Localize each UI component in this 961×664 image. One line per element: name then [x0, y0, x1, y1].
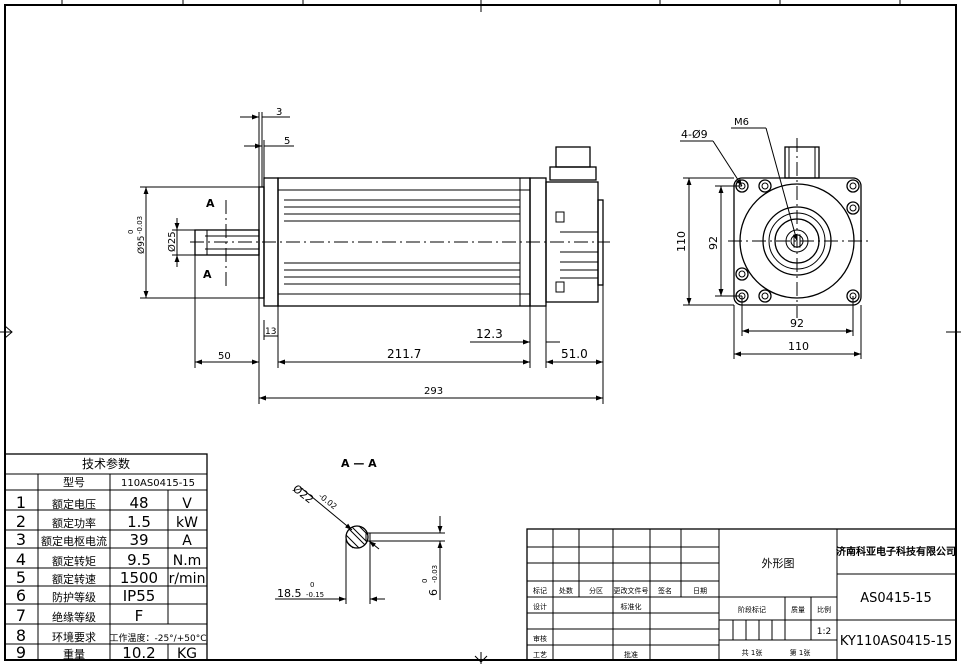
sec-shaft-tol: -0.02: [317, 491, 339, 511]
spec-row-no: 3: [16, 530, 26, 549]
connector: [549, 166, 597, 181]
section-aa: A — A Ø22 -0.02 18.5 0 -0.15 6 0 -0.03: [275, 457, 445, 604]
spec-model-value: 110AS0415-15: [121, 478, 195, 489]
spec-row-name: 重量: [63, 647, 85, 661]
tb-model-short: AS0415-15: [860, 591, 931, 606]
spec-row-value: IP55: [123, 587, 156, 605]
tb-scale: 1:2: [817, 627, 831, 637]
spec-row-no: 7: [16, 606, 26, 625]
sec-key-width: 6: [427, 589, 440, 596]
sec-key-width-tol-dn: -0.03: [431, 565, 439, 583]
dim-13: 13: [265, 327, 276, 337]
spec-row-value: 48: [129, 494, 148, 512]
spec-row-no: 8: [16, 626, 26, 645]
spec-row-value: F: [135, 607, 144, 625]
spec-row-unit: KG: [177, 646, 197, 662]
tb-design: 设计: [533, 602, 547, 611]
spec-row-unit: r/min: [169, 571, 206, 587]
sec-shaft-dia: Ø22: [290, 482, 316, 506]
sec-key-depth: 18.5: [277, 587, 302, 600]
dim-pcd-v: 92: [707, 236, 720, 250]
title-block: 标记 处数 分区 更改文件号 签名 日期 设计 标准化 审核 工艺 批准 外形图…: [526, 528, 957, 661]
tb-h-zone: 分区: [589, 586, 603, 595]
dim-flange-tol-up: 0: [127, 230, 135, 234]
dim-total-len: 293: [424, 386, 443, 397]
spec-row-name: 额定电压: [52, 497, 96, 511]
dim-conn-len: 51.0: [561, 347, 588, 361]
section-title: A — A: [341, 457, 377, 470]
spec-row-unit: kW: [176, 515, 198, 531]
dim-flange-thk: 3: [276, 107, 282, 118]
dim-thread: M6: [734, 117, 749, 128]
spec-row-value: 9.5: [127, 551, 151, 569]
tb-h-mark: 标记: [533, 586, 547, 595]
tb-scale-label: 比例: [817, 605, 831, 614]
dim-shaft-dia: Ø25: [166, 231, 178, 252]
spec-row-no: 6: [16, 586, 26, 605]
spec-row-name: 防护等级: [52, 590, 96, 604]
spec-row-no: 4: [16, 550, 26, 569]
sec-key-depth-tol-dn: -0.15: [306, 591, 324, 599]
side-view: A A 3 5 Ø95 0 -0.03 Ø25: [127, 107, 610, 404]
spec-row-name: 额定转矩: [52, 554, 96, 568]
spec-row-unit: A: [182, 533, 192, 549]
dim-pcd-h: 92: [790, 317, 804, 330]
tb-h-doc: 更改文件号: [614, 586, 649, 595]
sec-key-depth-tol-up: 0: [310, 581, 314, 589]
spec-row-name: 绝缘等级: [52, 610, 96, 624]
tb-h-count: 处数: [559, 586, 573, 595]
spec-row-unit: V: [182, 496, 192, 512]
tb-review: 审核: [533, 634, 547, 643]
tb-approve: 批准: [624, 650, 638, 659]
end-connector: [784, 146, 820, 179]
tb-process: 工艺: [533, 651, 547, 659]
end-view: 4-Ø9 M6 110 92 92 110: [675, 117, 870, 359]
dim-spigot: 5: [284, 136, 290, 147]
dim-flange-tol-dn: -0.03: [136, 216, 144, 234]
spec-row-value: 1.5: [127, 513, 151, 531]
tb-standard: 标准化: [621, 602, 642, 611]
spec-row-value: 1500: [120, 569, 158, 587]
dim-holes: 4-Ø9: [681, 128, 708, 141]
sec-key-width-tol-up: 0: [421, 579, 429, 583]
tb-sheet-no: 第 1张: [790, 648, 811, 657]
tb-drawing-name: 外形图: [762, 557, 795, 570]
spec-row-name: 额定转速: [52, 572, 96, 586]
tb-weight: 质量: [791, 605, 805, 614]
spec-row-no: 1: [16, 493, 26, 512]
spec-row-no: 2: [16, 512, 26, 531]
dim-12-3: 12.3: [476, 327, 503, 341]
spec-row-no: 9: [16, 643, 26, 662]
dim-frame-h: 110: [675, 231, 688, 252]
spec-model-label: 型号: [63, 475, 85, 489]
spec-row-value: 10.2: [122, 644, 155, 662]
spec-row-no: 5: [16, 568, 26, 587]
tb-company: 济南科亚电子科技有限公司: [836, 545, 956, 558]
tb-model-full: KY110AS0415-15: [840, 634, 952, 649]
spec-row-value: 39: [129, 531, 148, 549]
spec-row-name: 额定功率: [52, 516, 96, 530]
tb-h-date: 日期: [693, 587, 707, 595]
spec-row-value: 工作温度：-25°/+50°C: [109, 632, 206, 644]
section-mark-top: A: [206, 197, 215, 210]
spec-row-unit: N.m: [173, 553, 202, 569]
spec-title: 技术参数: [82, 456, 130, 471]
spec-rows: 1 额定电压 48 V 2 额定功率 1.5 kW 3 额定电枢电流 39 A 4 额定转矩 9.5 N.m 5…: [16, 493, 207, 662]
dim-flange-dia: Ø95: [136, 235, 147, 254]
section-mark-bottom: A: [203, 268, 212, 281]
spec-row-name: 额定电枢电流: [41, 534, 107, 548]
dim-body-len: 211.7: [387, 347, 421, 361]
dim-shaft-len: 50: [218, 351, 231, 362]
tb-total-sheets: 共 1张: [742, 648, 763, 657]
tb-h-sign: 签名: [658, 586, 672, 595]
tb-stage: 阶段标记: [738, 605, 766, 614]
spec-row-name: 环境要求: [52, 630, 96, 644]
dim-frame-w: 110: [788, 340, 809, 353]
